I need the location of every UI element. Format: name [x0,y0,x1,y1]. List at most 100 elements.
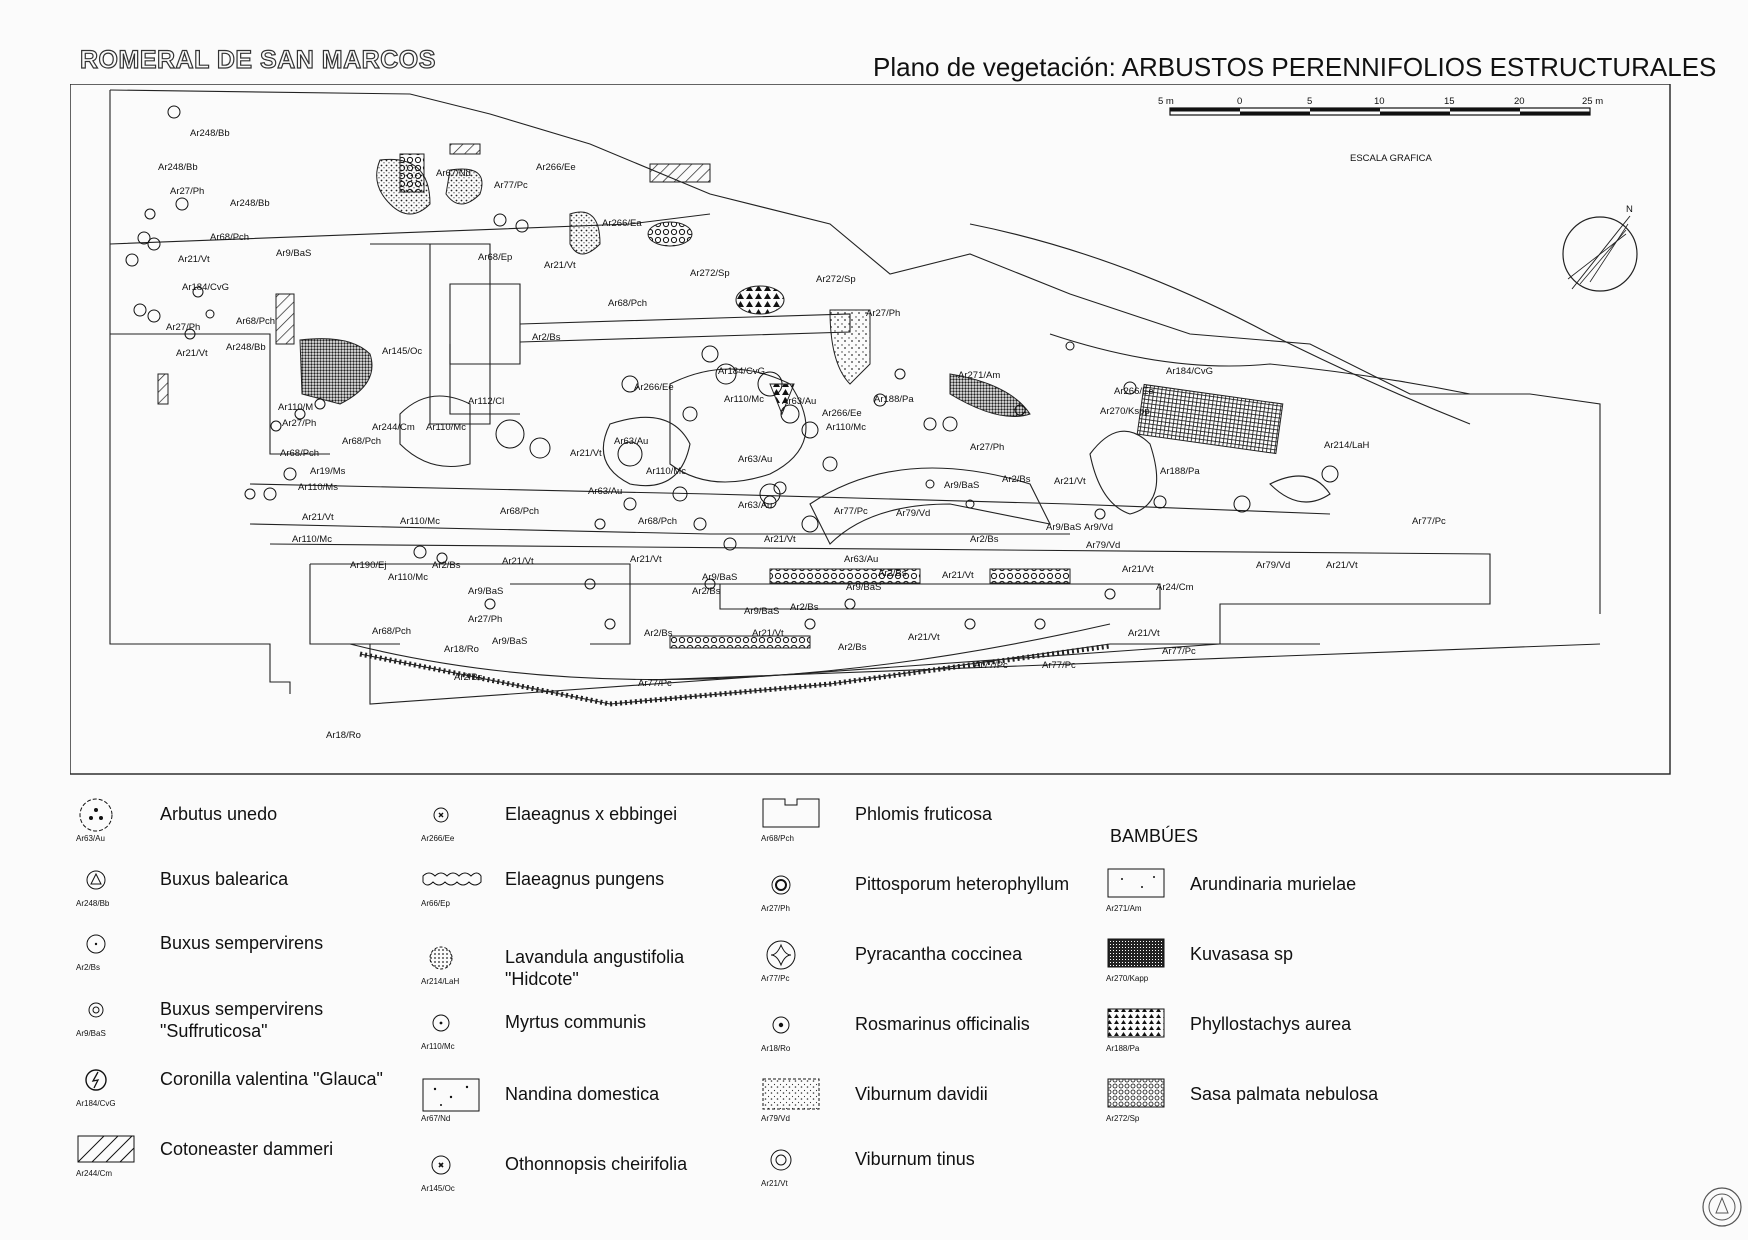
concentric-circle-icon [770,1149,792,1171]
archive-seal-icon [1702,1187,1742,1227]
double-circle-icon [88,1002,104,1018]
ring-circle-icon [771,875,791,895]
legend-species-name: Phyllostachys aurea [1190,1014,1352,1034]
plant-code-label: Ar68/Pch [372,626,411,637]
scale-tick: 0 [1237,96,1242,107]
plant-code-label: Ar112/Cl [468,396,504,407]
scale-tick: 20 [1514,96,1525,107]
plant-code-label: Ar77/Pc [834,506,868,517]
plant-code-label: Ar190/Ej [350,560,386,571]
plant-code-label: Ar214/LaH [1324,440,1370,451]
plant-code-label: Ar21/Vt [544,260,576,271]
plant-code-label: Ar2/Bs [878,568,907,579]
wavy-hedge-icon [422,872,482,886]
vegetation-plan-map: 5 m 0 5 10 15 20 25 m ESCALA GRAFICA N [70,84,1671,775]
plant-code-label: Ar110/Mc [826,422,866,433]
plant-code-label: Ar79/Vd [896,508,930,519]
plant-code-label: Ar18/Ro [444,644,479,655]
plant-code-label: Ar9/BaS [468,586,503,597]
plant-code-label: Ar21/Vt [570,448,602,459]
plant-code-label: Ar266/Ee [1114,386,1154,397]
legend-species-name: Myrtus communis [505,1012,647,1032]
legend-species-name: Coronilla valentina "Glauca" [160,1069,383,1089]
plant-code-label: Ar272/Sp [690,268,730,279]
plant-code-label: Ar266/Ea [602,218,642,229]
plant-code-label: Ar110/Mc [292,534,332,545]
site-name: ROMERAL DE SAN MARCOS [79,45,436,74]
plant-code-label: Ar270/Kspp [1100,406,1150,417]
plant-code-label: Ar2/Bs [644,628,673,639]
plan-title: Plano de vegetación: ARBUSTOS PERENNIFOL… [873,52,1717,82]
scale-tick: 10 [1374,96,1385,107]
plant-code-label: Ar2/Bs [454,672,483,683]
plant-code-label: Ar188/Pa [1160,466,1200,477]
plant-symbols [125,105,1339,630]
plant-code-label: Ar19/Ms [310,466,346,477]
map-frame [70,84,1671,775]
legend-species-name: Nandina domestica [505,1084,660,1104]
legend-code: Ar27/Ph [761,904,790,913]
plant-code-label: Ar110/Mc [724,394,764,405]
sparse-dot-rect-icon [1107,868,1165,898]
legend-species-name: Lavandula angustifolia [505,947,685,967]
cross-circle-icon [433,807,449,823]
plant-code-label: Ar68/Pch [500,506,539,517]
legend-code: Ar145/Oc [421,1184,455,1193]
plant-code-label: Ar63/Au [738,454,772,465]
plant-code-label: Ar110/M [278,402,313,413]
plant-code-label: Ar271/Am [958,370,1000,381]
notched-rect-icon [762,798,820,828]
legend-code: Ar244/Cm [76,1169,113,1178]
plant-code-label: Ar67/Nd [436,168,471,179]
plant-code-label: Ar110/Ms [298,482,338,493]
legend-species-name: Viburnum davidii [855,1084,988,1104]
hatched-rect-icon [77,1135,135,1163]
plant-code-label: Ar184/CvG [718,366,765,377]
triangle-circle-icon [86,870,106,890]
legend-code: Ar68/Pch [761,834,794,843]
plant-code-label: Ar248/Bb [226,342,266,353]
plant-code-label: Ar68/Pch [280,448,319,459]
north-arrow: N [1562,204,1638,292]
legend-code: Ar9/BaS [76,1029,106,1038]
plant-code-label: Ar68/Pch [638,516,677,527]
plant-code-label: Ar110/Mc [400,516,440,527]
legend-species-name: Cotoneaster dammeri [160,1139,334,1159]
plant-code-label: Ar77/Pc [1162,646,1196,657]
plant-code-label: Ar9/BaS [944,480,979,491]
plant-code-label: Ar2/Bs [532,332,561,343]
plant-code-label: Ar79/Vd [1086,540,1120,551]
x-circle-icon [431,1155,451,1175]
plant-code-label: Ar9/BaS [1046,522,1081,533]
plant-code-label: Ar21/Vt [942,570,974,581]
legend-species-name: Buxus sempervirens [160,999,324,1019]
dotted-rect-icon [422,1078,480,1112]
plant-code-label: Ar63/Au [588,486,622,497]
plant-code-label: Ar21/Vt [908,632,940,643]
plant-code-label: Ar68/Pch [608,298,647,309]
plant-code-label: Ar68/Pch [210,232,249,243]
plant-code-label: Ar27/Ph [970,442,1004,453]
legend-code: Ar63/Au [76,834,105,843]
plant-code-label: Ar21/Vt [764,534,796,545]
plant-code-label: Ar21/Vt [1326,560,1358,571]
legend-species-name: Viburnum tinus [855,1149,975,1169]
plant-code-label: Ar21/Vt [1054,476,1086,487]
legend-code: Ar2/Bs [76,963,101,972]
legend-cultivar-name: "Suffruticosa" [160,1021,268,1041]
plant-code-label: Ar9/Vd [1084,522,1113,533]
plant-code-label: Ar68/Ep [478,252,512,263]
triangle-pattern-rect-icon [1107,1008,1165,1038]
plant-code-label: Ar21/Vt [1128,628,1160,639]
plant-code-label: Ar248/Bb [230,198,270,209]
plant-code-label: Ar266/Ee [634,382,674,393]
legend-code: Ar184/CvG [76,1099,116,1108]
plant-code-label: Ar110/Mc [426,422,466,433]
legend-species-name: Elaeagnus x ebbingei [505,804,678,824]
scale-bar: 5 m 0 5 10 15 20 25 m ESCALA GRAFICA [1158,96,1603,164]
plant-code-label: Ar184/CvG [182,282,229,293]
plant-code-label: Ar9/BaS [744,606,779,617]
plant-code-label: Ar2/Bs [1002,474,1031,485]
plant-code-label: Ar145/Oc [382,346,422,357]
legend-code: Ar77/Pc [761,974,790,983]
